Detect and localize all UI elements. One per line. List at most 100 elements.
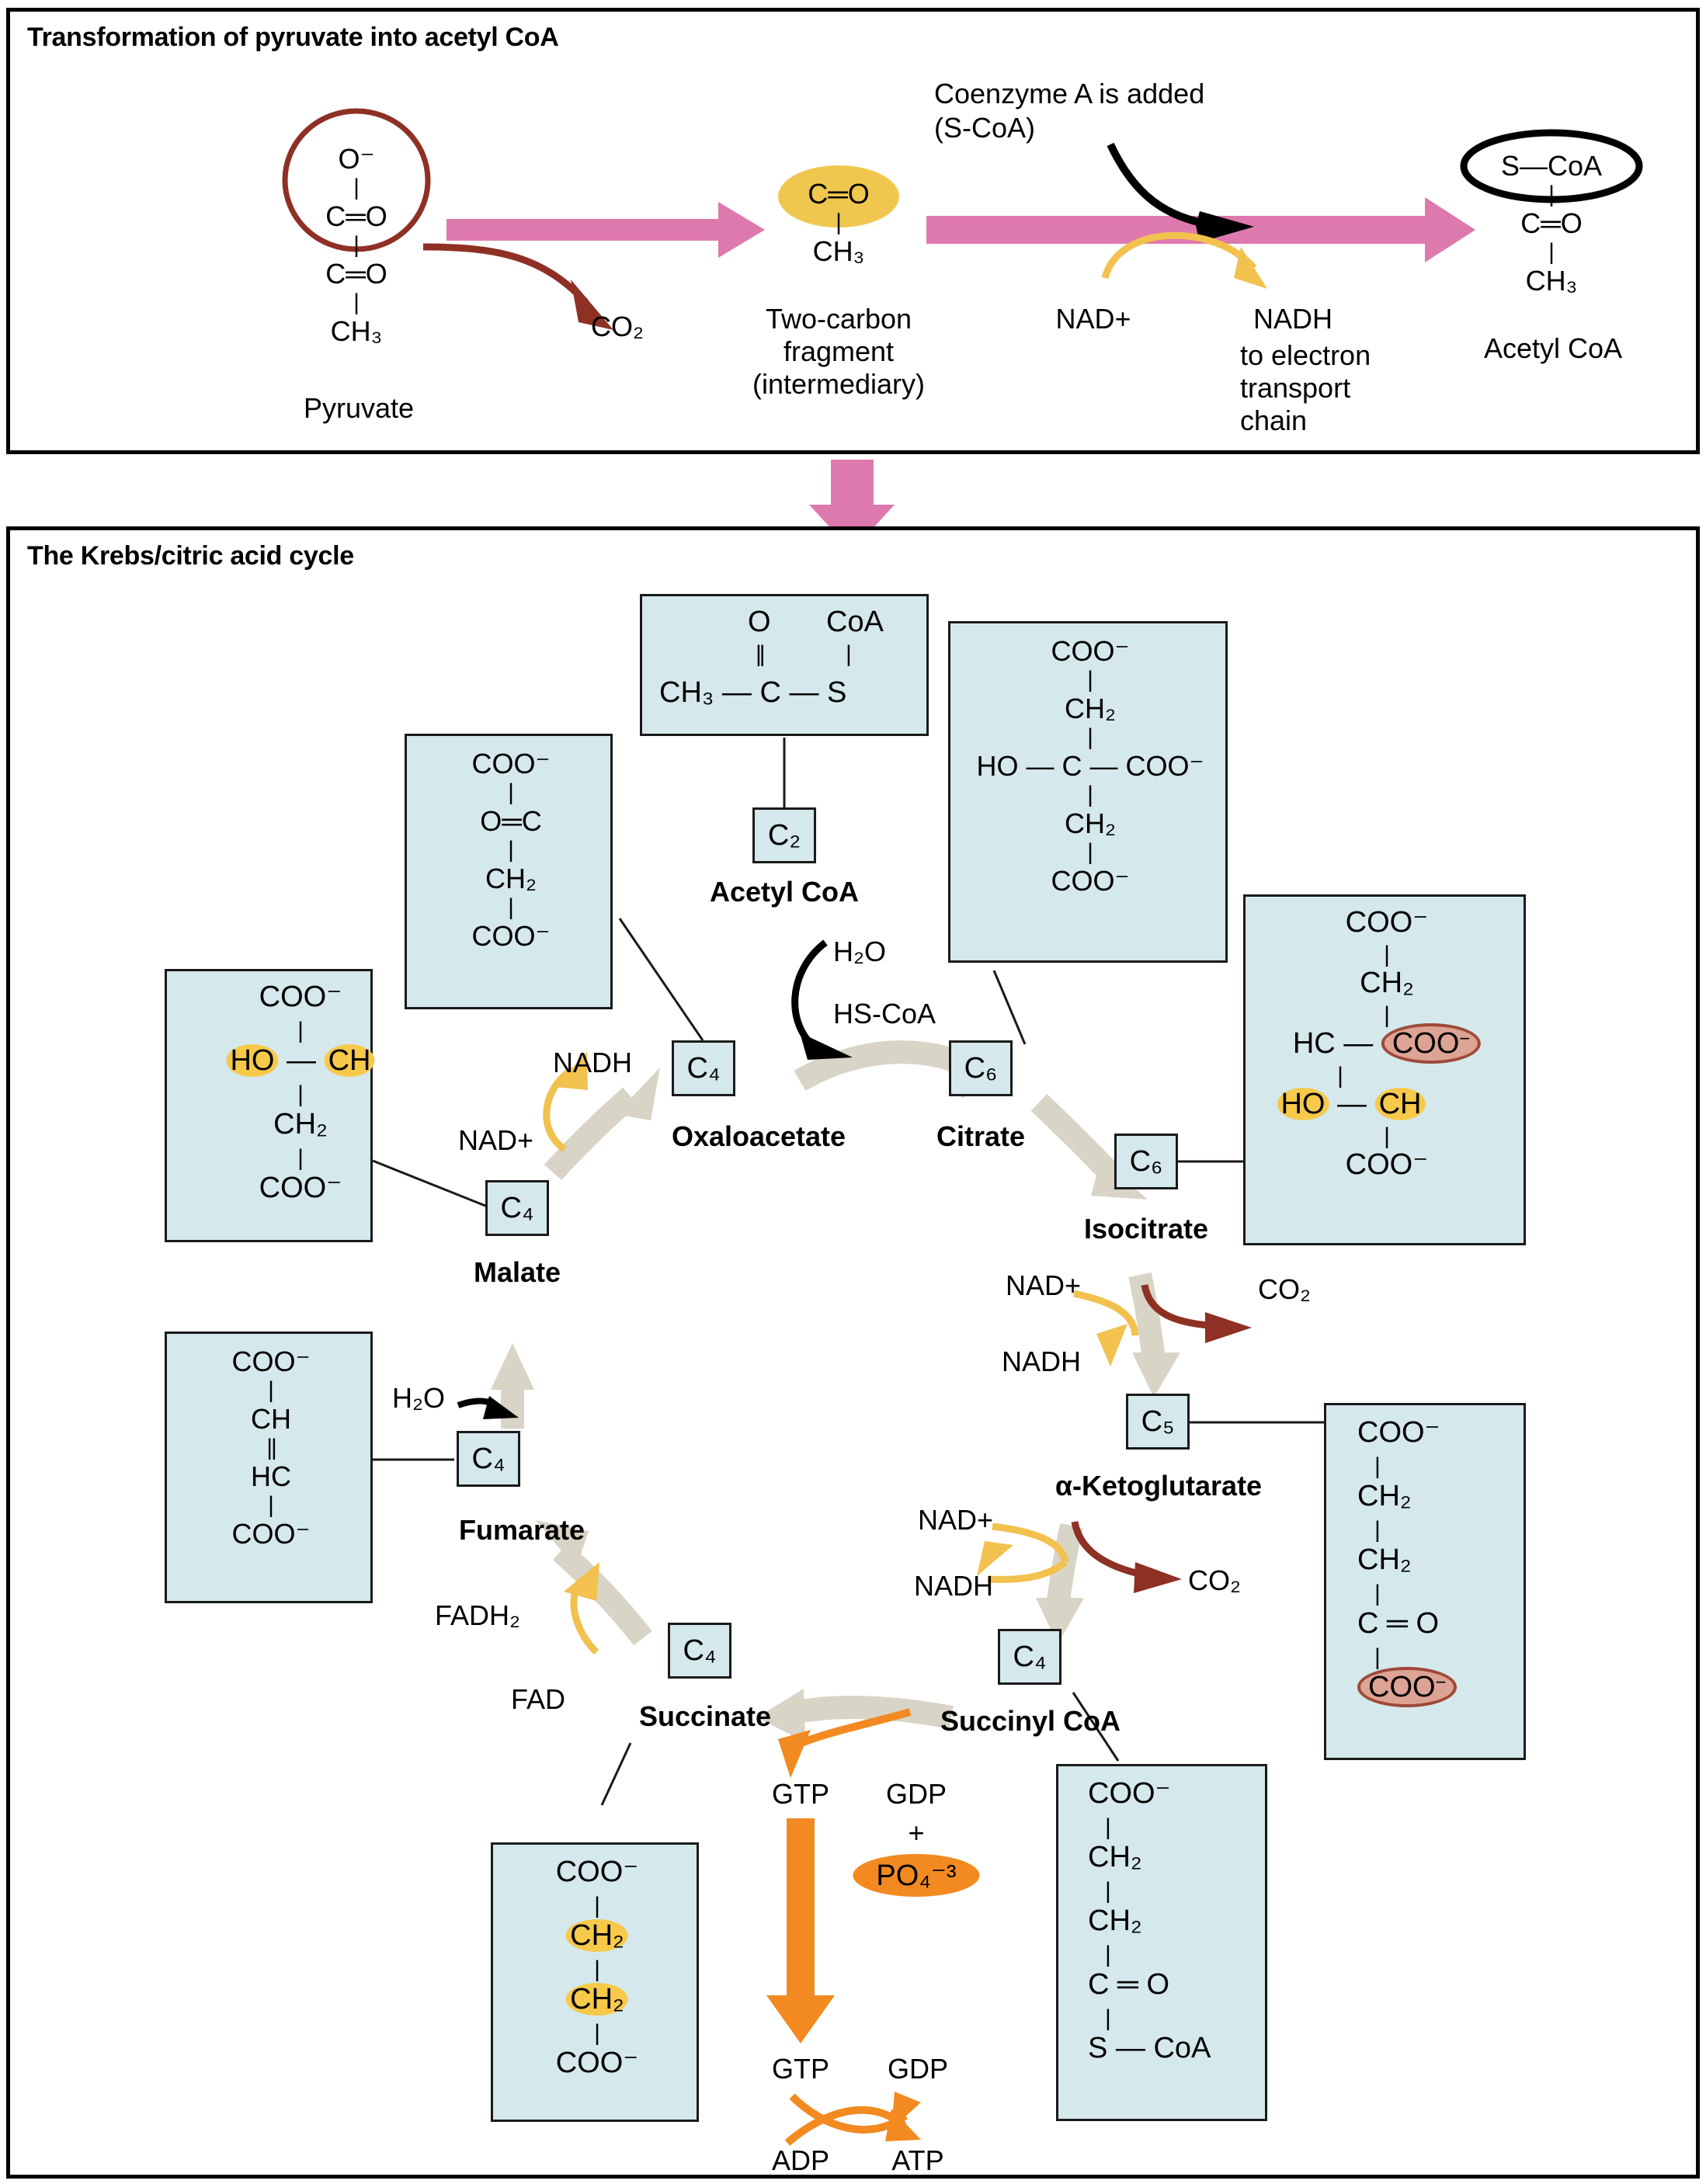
- fragment-name-line1: Two-carbon: [765, 303, 912, 335]
- succinate-molecule-box: COO⁻ | CH₂ | CH₂ | COO⁻: [491, 1842, 699, 2122]
- acetylcoa-chain: CH₃ — C — S: [659, 676, 847, 709]
- fumarate-row-0: COO⁻: [231, 1345, 311, 1377]
- gdp-label-upper: GDP: [885, 1778, 947, 1810]
- atp-label: ATP: [891, 2144, 944, 2176]
- bond-line: |: [1384, 942, 1390, 967]
- akg-row-2: CH₂: [1357, 1543, 1412, 1576]
- fad-label: FAD: [511, 1683, 566, 1715]
- bond-line: |: [508, 894, 514, 920]
- akg-row-3: C ═ O: [1357, 1607, 1440, 1640]
- bond-line: |: [297, 1018, 304, 1043]
- pyruvate-row-1: C═O: [325, 200, 387, 232]
- acetylcoa-row-1: C═O: [1520, 207, 1583, 239]
- bond-line: |: [1374, 1517, 1381, 1543]
- acetylcoa-row-0: S—CoA: [1500, 150, 1603, 182]
- bond-line: |: [297, 1082, 304, 1107]
- malate-ch-highlight: CH: [324, 1044, 375, 1077]
- fumarate-molecule-box: COO⁻ | CH || HC | COO⁻: [165, 1332, 373, 1603]
- pyruvate-label: Pyruvate: [303, 392, 415, 424]
- bond-line: |: [508, 780, 514, 805]
- citrate-molecule-box: COO⁻ | CH₂ | HO — C — COO⁻ | CH₂ | COO⁻: [948, 621, 1228, 963]
- bond-line: |: [268, 1492, 274, 1518]
- carbon-count-citrate: C₆: [949, 1040, 1013, 1096]
- label-malate: Malate: [473, 1256, 561, 1288]
- malate-row-3: COO⁻: [259, 1172, 342, 1204]
- akg-row-1: CH₂: [1357, 1480, 1412, 1512]
- acetyl-coa-molecule-box: O CoA || | CH₃ — C — S: [640, 594, 929, 736]
- citrate-row-0: COO⁻: [1051, 635, 1130, 667]
- fragment-name-line3: (intermediary): [752, 368, 926, 400]
- malate-structure: COO⁻ | HO — CH | CH₂ | COO⁻: [226, 982, 375, 1210]
- label-succinate: Succinate: [638, 1700, 772, 1732]
- citrate-row-2: HO — C — COO⁻: [976, 750, 1204, 782]
- nadh-label-isocitrate: NADH: [1002, 1345, 1082, 1377]
- bond-line: |: [1087, 667, 1093, 693]
- akg-row-0: COO⁻: [1357, 1416, 1440, 1449]
- nadh-label-top: NADH: [1253, 303, 1333, 335]
- pyruvate-structure: O⁻ | C═O | C═O | CH₃: [325, 142, 387, 349]
- co2-label-isocitrate: CO₂: [1258, 1273, 1311, 1305]
- succoa-row-2: CH₂: [1088, 1904, 1142, 1937]
- citrate-row-1: CH₂: [1065, 693, 1116, 724]
- h2o-label-citrate-synthase: H₂O: [833, 936, 886, 967]
- bond-line: |: [594, 1957, 600, 1982]
- nad-label-top: NAD+: [1055, 303, 1131, 335]
- nad-label-ketoglutarate: NAD+: [918, 1504, 994, 1536]
- bond-line: |: [1105, 1814, 1111, 1840]
- citrate-row-4: COO⁻: [1051, 865, 1130, 897]
- carbon-count-oxaloacetate: C₄: [672, 1040, 735, 1096]
- nadh-dest-line2: transport: [1240, 372, 1351, 404]
- bond-line: |: [297, 1145, 304, 1171]
- acetylcoa-row-2: CH₃: [1525, 265, 1578, 297]
- bond-line: |: [1374, 1581, 1381, 1606]
- panel-title-top: Transformation of pyruvate into acetyl C…: [27, 23, 559, 52]
- oxaloacetate-structure: COO⁻ | O═C | CH₂ | COO⁻: [471, 747, 550, 953]
- isocitrate-ho-highlight: HO: [1277, 1088, 1329, 1120]
- carbon-count-isocitrate: C₆: [1114, 1134, 1178, 1189]
- malate-bond: —: [278, 1044, 325, 1077]
- bond-line: |: [508, 837, 514, 863]
- gtp-label-upper: GTP: [771, 1778, 830, 1810]
- isocitrate-hc-label: HC —: [1292, 1027, 1381, 1060]
- bond-line: |: [1384, 1002, 1390, 1028]
- bond-line: |: [1087, 782, 1093, 807]
- nad-label-malate: NAD+: [458, 1124, 534, 1156]
- fumarate-row-2: HC: [250, 1460, 291, 1492]
- bond-line: |: [1548, 182, 1555, 207]
- bond-line: |: [1384, 1123, 1390, 1149]
- ketoglutarate-structure: COO⁻ | CH₂ | CH₂ | C ═ O | COO−: [1357, 1416, 1458, 1710]
- bond-line: |: [268, 1377, 274, 1403]
- fumarate-row-3: COO⁻: [231, 1518, 311, 1550]
- acetylcoa-coa-label: CoA: [826, 606, 884, 638]
- succoa-row-3: C ═ O: [1088, 1968, 1170, 2001]
- carbon-count-ketoglutarate: C₅: [1126, 1394, 1190, 1450]
- isocitrate-row-0: COO⁻: [1345, 906, 1429, 939]
- oxaloacetate-molecule-box: COO⁻ | O═C | CH₂ | COO⁻: [405, 734, 613, 1009]
- pyruvate-row-3: CH₃: [330, 315, 383, 347]
- bond-line: |: [1374, 1644, 1381, 1670]
- phosphate-badge: PO₄⁻³: [853, 1854, 980, 1897]
- fumarate-row-1: CH: [250, 1403, 291, 1435]
- isocitrate-row-4: COO⁻: [1345, 1148, 1429, 1181]
- succoa-row-4: S — CoA: [1088, 2032, 1211, 2064]
- isocitrate-coo-highlight: COO−: [1381, 1023, 1482, 1064]
- nadh-dest-line1: to electron: [1240, 339, 1371, 371]
- fragment-row-1: CH₃: [812, 235, 865, 267]
- bond-line: |: [1087, 839, 1093, 865]
- carbon-count-succinyl-coa: C₄: [998, 1629, 1061, 1685]
- nadh-label-ketoglutarate: NADH: [914, 1570, 994, 1602]
- bond-line: |: [1087, 724, 1093, 750]
- plus-sign: +: [908, 1817, 925, 1849]
- malate-row-2: CH₂: [273, 1108, 328, 1141]
- succoa-row-0: COO⁻: [1088, 1777, 1171, 1810]
- bond-line: |: [594, 2020, 600, 2046]
- fadh2-label: FADH₂: [435, 1599, 520, 1631]
- bond-line: |: [1105, 1942, 1111, 1967]
- succinate-structure: COO⁻ | CH₂ | CH₂ | COO⁻: [556, 1857, 639, 2085]
- label-oxaloacetate: Oxaloacetate: [671, 1120, 846, 1152]
- label-fumarate: Fumarate: [458, 1514, 585, 1546]
- isocitrate-ch-highlight: CH: [1374, 1088, 1426, 1120]
- co2-label-top: CO₂: [591, 311, 644, 342]
- isocitrate-molecule-box: COO⁻ | CH₂ | HC — COO− | HO — CH | COO⁻: [1243, 894, 1526, 1245]
- bond-line: |: [1337, 1063, 1343, 1089]
